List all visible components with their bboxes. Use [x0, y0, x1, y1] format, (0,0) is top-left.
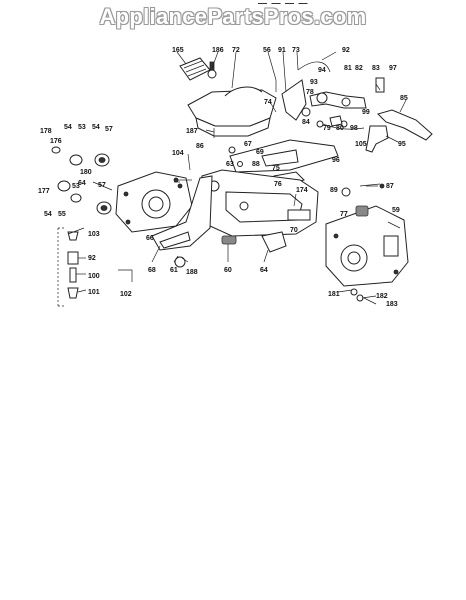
callout-63: 63 [226, 161, 234, 168]
callout-55: 55 [58, 211, 66, 218]
callout-87: 87 [386, 183, 394, 190]
callout-178: 178 [40, 128, 52, 135]
callout-98: 98 [350, 125, 358, 132]
callout-54-c: 54 [44, 211, 52, 218]
callout-labels: 165 186 72 56 91 73 92 93 94 81 82 83 97… [38, 47, 408, 308]
screws [173, 80, 385, 189]
callout-67: 67 [244, 141, 252, 148]
callout-91: 91 [278, 47, 286, 54]
callout-92-b: 92 [88, 255, 96, 262]
callout-59: 59 [392, 207, 400, 214]
callout-187: 187 [186, 128, 198, 135]
callout-102: 102 [120, 291, 132, 298]
callout-54-a: 54 [64, 124, 72, 131]
callout-80: 80 [336, 125, 344, 132]
callout-69: 69 [256, 149, 264, 156]
lever-part [317, 120, 389, 153]
handle-frame-part [151, 175, 213, 251]
callout-77: 77 [340, 211, 348, 218]
hex-key-part [118, 269, 133, 282]
watermark: AppliancePartsPros.com [99, 4, 367, 29]
callout-186: 186 [212, 47, 224, 54]
callout-101: 101 [88, 289, 100, 296]
callout-103: 103 [88, 231, 100, 238]
callout-81: 81 [344, 65, 352, 72]
top-cover-part [187, 86, 277, 137]
callout-57-a: 57 [105, 126, 113, 133]
callout-79: 79 [323, 125, 331, 132]
callout-182: 182 [376, 293, 388, 300]
callout-96: 96 [332, 157, 340, 164]
callout-84: 84 [302, 119, 310, 126]
main-housing-part [199, 169, 319, 237]
callout-104: 104 [172, 150, 184, 157]
callout-74: 74 [264, 99, 272, 106]
callout-88: 88 [252, 161, 260, 168]
callout-174: 174 [296, 187, 308, 194]
callout-97: 97 [389, 65, 397, 72]
callout-188: 188 [186, 269, 198, 276]
filter-grille-part [179, 57, 211, 81]
callout-181: 181 [328, 291, 340, 298]
bottom-parts [174, 231, 287, 268]
right-housing-part [325, 205, 409, 287]
callout-68: 68 [148, 267, 156, 274]
throttle-handle-part [281, 61, 385, 121]
left-crankcase-part [115, 171, 193, 233]
callout-64: 64 [78, 180, 86, 187]
callout-61: 61 [170, 267, 178, 274]
callout-99: 99 [362, 109, 370, 116]
callout-56: 56 [263, 47, 271, 54]
callout-86: 86 [196, 143, 204, 150]
callout-183: 183 [386, 301, 398, 308]
callout-165: 165 [172, 47, 184, 54]
callout-92: 92 [342, 47, 350, 54]
callout-82: 82 [355, 65, 363, 72]
linkage-parts [301, 107, 343, 128]
callout-83: 83 [372, 65, 380, 72]
callout-177: 177 [38, 188, 50, 195]
callout-176: 176 [50, 138, 62, 145]
callout-75: 75 [272, 165, 280, 172]
side-handle-part [377, 109, 433, 141]
callout-180: 180 [80, 169, 92, 176]
callout-100: 100 [88, 273, 100, 280]
center-plate-part [228, 139, 339, 187]
header-fragment: — — — — [258, 0, 309, 8]
callout-70: 70 [290, 227, 298, 234]
small-parts-kit [57, 227, 79, 307]
callout-89: 89 [330, 187, 338, 194]
callout-53-b: 53 [72, 183, 80, 190]
callout-76: 76 [274, 181, 282, 188]
leader-lines [67, 51, 407, 299]
knob-part [207, 61, 217, 79]
right-small-parts [341, 183, 381, 305]
callout-60: 60 [224, 267, 232, 274]
callout-73: 73 [292, 47, 300, 54]
bearing-parts-left [51, 146, 112, 215]
callout-93: 93 [310, 79, 318, 86]
callout-95: 95 [398, 141, 406, 148]
callout-94: 94 [318, 67, 326, 74]
callout-85: 85 [400, 95, 408, 102]
callout-57-b: 57 [98, 182, 106, 189]
callout-72: 72 [232, 47, 240, 54]
callout-78: 78 [306, 89, 314, 96]
callout-64-b: 64 [260, 267, 268, 274]
callout-105: 105 [355, 141, 367, 148]
callout-53: 53 [78, 124, 86, 131]
callout-54-b: 54 [92, 124, 100, 131]
callout-66: 66 [146, 235, 154, 242]
